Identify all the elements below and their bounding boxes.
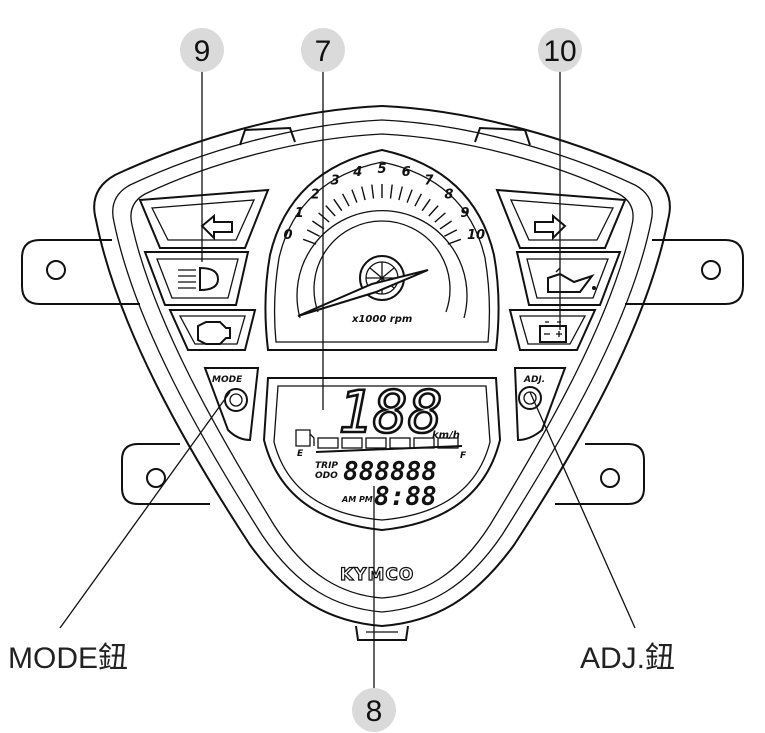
tach-segment bbox=[389, 184, 393, 199]
tach-segment bbox=[447, 238, 462, 245]
tach-segment bbox=[325, 205, 336, 217]
tach-segment bbox=[302, 238, 317, 245]
tach-tick-label: 4 bbox=[352, 165, 362, 180]
tach-segment bbox=[341, 193, 350, 207]
tach-segment bbox=[406, 189, 413, 203]
left-indicators bbox=[138, 188, 270, 351]
odometer-digits: 888888 bbox=[343, 457, 437, 487]
speed-unit: km/h bbox=[432, 430, 460, 441]
mode-button-label: MODE鈕 bbox=[8, 642, 128, 675]
adj-button-text: ADJ. bbox=[523, 375, 545, 385]
engine-check-icon bbox=[197, 321, 231, 345]
tach-tick-label: 0 bbox=[283, 228, 292, 243]
tach-tick-label: 2 bbox=[311, 188, 320, 203]
mode-button-text: MODE bbox=[212, 375, 243, 385]
ampm-indicator: AM PM bbox=[341, 495, 373, 504]
top-clips bbox=[239, 126, 531, 146]
svg-text:7: 7 bbox=[315, 35, 332, 68]
leader-lines bbox=[59, 68, 636, 688]
tach-segment bbox=[371, 184, 375, 199]
tach-tick-label: 10 bbox=[467, 228, 485, 243]
tach-segment bbox=[333, 198, 343, 212]
adj-button-label: ADJ.鈕 bbox=[580, 642, 675, 675]
tach-segment bbox=[361, 186, 366, 201]
tach-segment bbox=[351, 189, 358, 203]
callout-8: 8 bbox=[352, 688, 396, 732]
battery-icon bbox=[539, 321, 567, 343]
clock-digits: 8:88 bbox=[374, 482, 437, 512]
tach-segment bbox=[306, 229, 320, 237]
tach-tick-label: 8 bbox=[444, 188, 453, 203]
svg-text:10: 10 bbox=[543, 35, 576, 68]
mounting-tab-right bbox=[625, 239, 744, 305]
housing bbox=[93, 104, 671, 641]
tach-segment bbox=[428, 205, 439, 217]
tach-segment bbox=[434, 212, 446, 223]
tach-segment bbox=[318, 212, 330, 223]
tach-tick-label: 3 bbox=[331, 174, 340, 189]
mode-button[interactable]: MODE bbox=[203, 367, 260, 442]
callout-10: 10 bbox=[538, 28, 582, 72]
tach-segment bbox=[444, 229, 458, 237]
rpm-unit-label: x1000 rpm bbox=[351, 314, 412, 325]
speed-digits: 188 bbox=[338, 378, 443, 446]
trip-label: TRIP bbox=[315, 461, 338, 471]
right-turn-signal-icon bbox=[534, 213, 567, 241]
tach-tick-label: 9 bbox=[460, 206, 469, 221]
callout-9: 9 bbox=[180, 28, 224, 72]
fuel-empty-label: E bbox=[297, 449, 304, 459]
right-indicators bbox=[495, 188, 627, 351]
fuel-gauge: E F bbox=[295, 429, 467, 461]
tachometer-needle bbox=[297, 269, 429, 317]
tach-tick-label: 6 bbox=[402, 165, 411, 180]
fuel-full-label: F bbox=[460, 451, 467, 461]
adj-button[interactable]: ADJ. bbox=[513, 367, 567, 442]
mounting-tab-lower-right bbox=[555, 443, 645, 505]
callout-7: 7 bbox=[301, 28, 345, 72]
tach-segment bbox=[414, 193, 423, 207]
mounting-tab-left bbox=[21, 239, 140, 305]
oil-warning-icon bbox=[547, 267, 596, 293]
tach-segment bbox=[439, 220, 452, 230]
odo-label: ODO bbox=[315, 471, 338, 481]
left-turn-signal-icon bbox=[200, 213, 233, 241]
mounting-tab-lower-left bbox=[121, 443, 210, 505]
lcd-display: 188 km/h E F TRIP ODO 888888 AM PM 8:88 bbox=[262, 377, 502, 532]
tach-segment bbox=[312, 220, 325, 230]
high-beam-icon bbox=[178, 266, 220, 292]
brand-logo: KYMCO bbox=[340, 565, 414, 585]
svg-text:8: 8 bbox=[366, 695, 383, 728]
tach-segment bbox=[398, 186, 403, 201]
tach-tick-label: 1 bbox=[295, 206, 304, 221]
tach-tick-label: 7 bbox=[424, 174, 434, 189]
tach-segment bbox=[421, 198, 431, 212]
tach-tick-label: 5 bbox=[377, 162, 386, 177]
svg-text:9: 9 bbox=[194, 35, 211, 68]
